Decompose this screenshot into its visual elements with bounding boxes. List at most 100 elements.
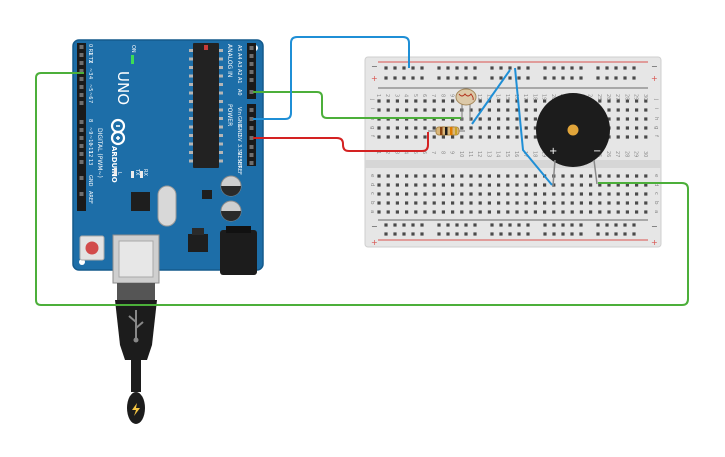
breadboard-hole[interactable] <box>552 201 556 205</box>
rail-hole[interactable] <box>632 66 636 70</box>
rail-hole[interactable] <box>561 76 565 80</box>
breadboard-hole[interactable] <box>616 135 620 139</box>
breadboard-hole[interactable] <box>515 201 519 205</box>
rail-hole[interactable] <box>508 232 512 236</box>
breadboard-hole[interactable] <box>561 174 565 178</box>
rail-hole[interactable] <box>508 76 512 80</box>
rail-hole[interactable] <box>455 76 459 80</box>
breadboard-hole[interactable] <box>644 210 648 214</box>
breadboard-hole[interactable] <box>598 174 602 178</box>
breadboard-hole[interactable] <box>533 174 537 178</box>
breadboard-hole[interactable] <box>432 192 436 196</box>
rail-hole[interactable] <box>464 232 468 236</box>
breadboard-hole[interactable] <box>589 174 593 178</box>
rail-hole[interactable] <box>632 232 636 236</box>
breadboard-hole[interactable] <box>414 183 418 187</box>
rail-hole[interactable] <box>623 223 627 227</box>
breadboard-hole[interactable] <box>432 135 436 139</box>
breadboard-hole[interactable] <box>515 117 519 121</box>
breadboard-hole[interactable] <box>625 174 629 178</box>
breadboard-hole[interactable] <box>589 201 593 205</box>
breadboard-hole[interactable] <box>414 99 418 103</box>
rail-hole[interactable] <box>402 66 406 70</box>
digital-pin[interactable] <box>79 45 84 49</box>
breadboard-hole[interactable] <box>552 210 556 214</box>
power-pin[interactable] <box>249 136 254 140</box>
breadboard-hole[interactable] <box>515 99 519 103</box>
breadboard-hole[interactable] <box>414 192 418 196</box>
breadboard-hole[interactable] <box>460 126 464 130</box>
rail-hole[interactable] <box>402 223 406 227</box>
wire-red[interactable] <box>253 132 429 152</box>
rail-hole[interactable] <box>579 232 583 236</box>
rail-hole[interactable] <box>552 232 556 236</box>
breadboard-hole[interactable] <box>432 174 436 178</box>
rail-hole[interactable] <box>570 223 574 227</box>
breadboard-hole[interactable] <box>635 135 639 139</box>
rail-hole[interactable] <box>605 223 609 227</box>
rail-hole[interactable] <box>517 76 521 80</box>
rail-hole[interactable] <box>490 66 494 70</box>
breadboard-hole[interactable] <box>377 192 381 196</box>
breadboard-hole[interactable] <box>432 99 436 103</box>
wire-blue[interactable] <box>471 69 511 125</box>
breadboard-hole[interactable] <box>506 135 510 139</box>
breadboard-hole[interactable] <box>377 201 381 205</box>
breadboard-hole[interactable] <box>405 126 409 130</box>
breadboard-hole[interactable] <box>607 210 611 214</box>
breadboard-hole[interactable] <box>423 135 427 139</box>
digital-pin[interactable] <box>79 85 84 89</box>
rail-hole[interactable] <box>552 76 556 80</box>
breadboard-hole[interactable] <box>533 192 537 196</box>
breadboard-hole[interactable] <box>451 108 455 112</box>
breadboard-hole[interactable] <box>451 135 455 139</box>
breadboard-hole[interactable] <box>524 210 528 214</box>
breadboard-hole[interactable] <box>377 108 381 112</box>
breadboard-hole[interactable] <box>543 192 547 196</box>
breadboard-hole[interactable] <box>441 135 445 139</box>
breadboard-hole[interactable] <box>386 183 390 187</box>
breadboard-hole[interactable] <box>414 210 418 214</box>
breadboard-hole[interactable] <box>487 174 491 178</box>
breadboard-hole[interactable] <box>506 201 510 205</box>
breadboard-hole[interactable] <box>478 183 482 187</box>
breadboard-hole[interactable] <box>625 117 629 121</box>
breadboard-hole[interactable] <box>625 135 629 139</box>
breadboard-hole[interactable] <box>478 126 482 130</box>
rail-hole[interactable] <box>517 66 521 70</box>
rail-hole[interactable] <box>402 232 406 236</box>
breadboard-hole[interactable] <box>625 99 629 103</box>
breadboard-hole[interactable] <box>598 183 602 187</box>
rail-hole[interactable] <box>517 232 521 236</box>
analog-pin[interactable] <box>249 90 254 94</box>
breadboard-hole[interactable] <box>395 135 399 139</box>
breadboard-hole[interactable] <box>635 126 639 130</box>
breadboard-hole[interactable] <box>497 99 501 103</box>
rail-hole[interactable] <box>499 76 503 80</box>
rail-hole[interactable] <box>455 66 459 70</box>
rail-hole[interactable] <box>420 66 424 70</box>
breadboard-hole[interactable] <box>515 108 519 112</box>
rail-hole[interactable] <box>561 232 565 236</box>
rail-hole[interactable] <box>446 232 450 236</box>
breadboard-hole[interactable] <box>506 183 510 187</box>
rail-hole[interactable] <box>446 223 450 227</box>
breadboard-hole[interactable] <box>524 192 528 196</box>
breadboard-hole[interactable] <box>506 126 510 130</box>
rail-hole[interactable] <box>623 232 627 236</box>
breadboard-hole[interactable] <box>487 210 491 214</box>
rail-hole[interactable] <box>543 66 547 70</box>
digital-pin[interactable] <box>79 160 84 164</box>
breadboard-hole[interactable] <box>625 201 629 205</box>
breadboard-hole[interactable] <box>598 201 602 205</box>
breadboard-hole[interactable] <box>414 174 418 178</box>
rail-hole[interactable] <box>384 66 388 70</box>
breadboard-hole[interactable] <box>497 192 501 196</box>
rail-hole[interactable] <box>437 223 441 227</box>
rail-hole[interactable] <box>543 232 547 236</box>
power-pin[interactable] <box>249 126 254 130</box>
breadboard-hole[interactable] <box>644 99 648 103</box>
rail-hole[interactable] <box>464 76 468 80</box>
breadboard-hole[interactable] <box>607 192 611 196</box>
rail-hole[interactable] <box>393 76 397 80</box>
